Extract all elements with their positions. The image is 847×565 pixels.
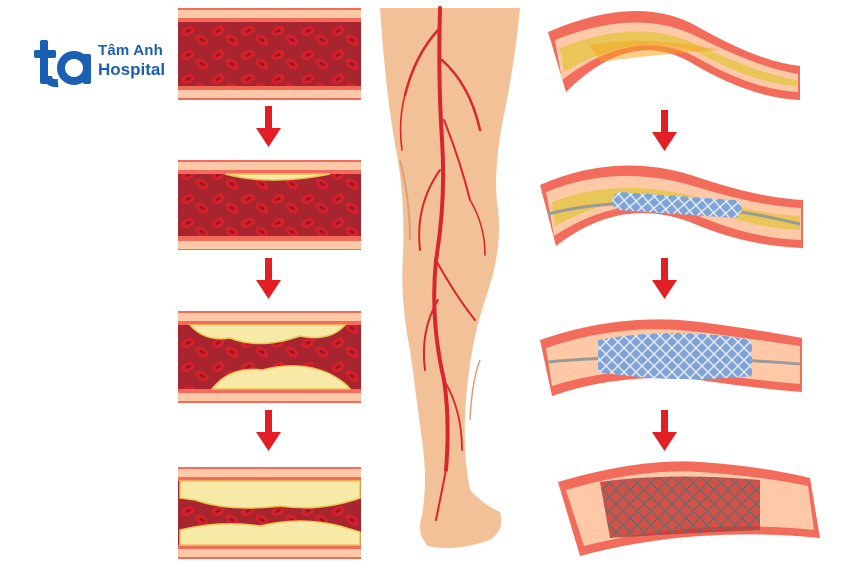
artery-network [399,6,486,521]
brand-name-line2: Hospital [98,60,166,79]
hospital-logo: Tâm Anh Hospital [34,36,174,88]
left-stage-3 [178,311,361,403]
right-arrow-2 [652,258,677,299]
leg-illustration [380,6,520,548]
right-stage-2 [540,165,803,248]
left-stage-4 [178,467,361,559]
right-stage-4 [558,461,820,556]
left-arrow-2 [256,258,281,299]
ta-logo-icon [34,40,91,88]
left-arrow-3 [256,410,281,451]
brand-name-line1: Tâm Anh [98,42,164,59]
deployed-stent [600,476,760,538]
left-arrow-1 [256,106,281,147]
left-stage-1 [178,8,361,100]
right-stage-1 [548,10,800,100]
left-stage-2 [178,160,361,250]
right-arrow-1 [652,110,677,151]
right-stage-3 [540,319,802,396]
right-arrow-3 [652,410,677,451]
